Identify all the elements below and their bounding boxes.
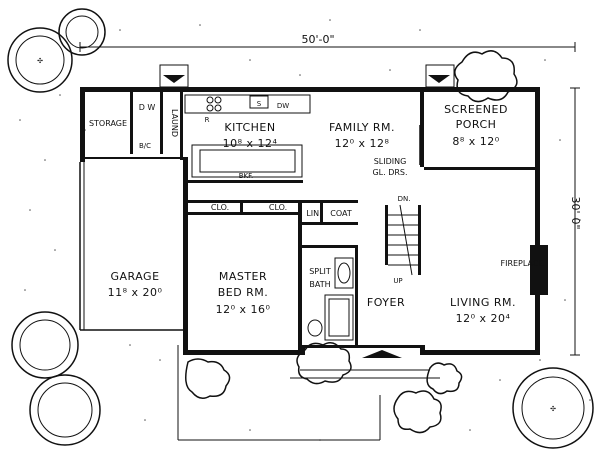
refrigerator-label: R	[205, 116, 210, 124]
bc-name: B/C	[139, 142, 151, 150]
sliding-doors-label-2: GL. DRS.	[372, 168, 407, 177]
sink-label: S	[257, 100, 262, 108]
dw-name: D W	[139, 103, 156, 112]
interior-walls	[130, 92, 548, 350]
shrub-porch	[454, 50, 518, 103]
family-size: 12⁰ x 12⁸	[335, 137, 390, 150]
porch-name-line2: PORCH	[456, 118, 497, 131]
sliding-doors-label-1: SLIDING	[374, 157, 407, 166]
stair-down-label: DN.	[398, 195, 411, 203]
dishwasher-label: DW	[277, 102, 289, 110]
depth-dimension: 30'-0"	[569, 87, 582, 356]
shrub-front-entry	[296, 342, 352, 385]
tree-top-left: ✣	[7, 8, 106, 93]
stair-treads	[388, 204, 418, 276]
svg-text:✣: ✣	[37, 57, 43, 65]
shrub-front-right	[393, 390, 442, 434]
laundry-name: LAUND	[170, 109, 179, 137]
tree-bottom-left-1	[11, 311, 79, 379]
ground-stipple	[19, 19, 591, 441]
porch-name-line1: SCREENED	[444, 103, 508, 116]
depth-dimension-label: 30'-0"	[569, 196, 582, 229]
garage-name: GARAGE	[110, 270, 159, 283]
garage-size: 11⁸ x 20⁰	[108, 286, 163, 299]
foyer-name: FOYER	[367, 296, 405, 309]
shrub-walk	[185, 358, 231, 399]
split-bath-line2: BATH	[309, 280, 330, 289]
family-name: FAMILY RM.	[329, 121, 395, 134]
porch-size: 8⁸ x 12⁰	[452, 135, 499, 148]
storage-name: STORAGE	[89, 119, 127, 128]
fixtures	[159, 64, 455, 441]
living-name: LIVING RM.	[450, 296, 516, 309]
tree-bottom-right: ✣	[512, 367, 594, 449]
closet-label-2: CLO.	[269, 203, 287, 212]
split-bath-line1: SPLIT	[309, 267, 331, 276]
master-size: 12⁰ x 16⁰	[216, 303, 271, 316]
master-name-line2: BED RM.	[218, 286, 269, 299]
kitchen-name: KITCHEN	[224, 121, 275, 134]
stair-up-label: UP	[393, 277, 402, 285]
master-name-line1: MASTER	[219, 270, 267, 283]
kitchen-size: 10⁸ x 12⁴	[223, 137, 278, 150]
garage-outline	[79, 150, 183, 331]
svg-text:✣: ✣	[550, 405, 556, 413]
fireplace-label: FIREPLACE	[500, 259, 543, 268]
closet-label-1: CLO.	[211, 203, 229, 212]
shrub-living	[426, 362, 463, 395]
linen-label: LIN.	[306, 209, 321, 218]
living-size: 12⁰ x 20⁴	[456, 312, 511, 325]
coat-label: COAT	[330, 209, 352, 218]
width-dimension: 50'-0"	[79, 33, 576, 52]
exterior-walls	[80, 87, 540, 355]
tree-bottom-left-2	[29, 374, 101, 446]
width-dimension-label: 50'-0"	[301, 33, 334, 46]
breakfast-label: BKF.	[239, 172, 254, 180]
